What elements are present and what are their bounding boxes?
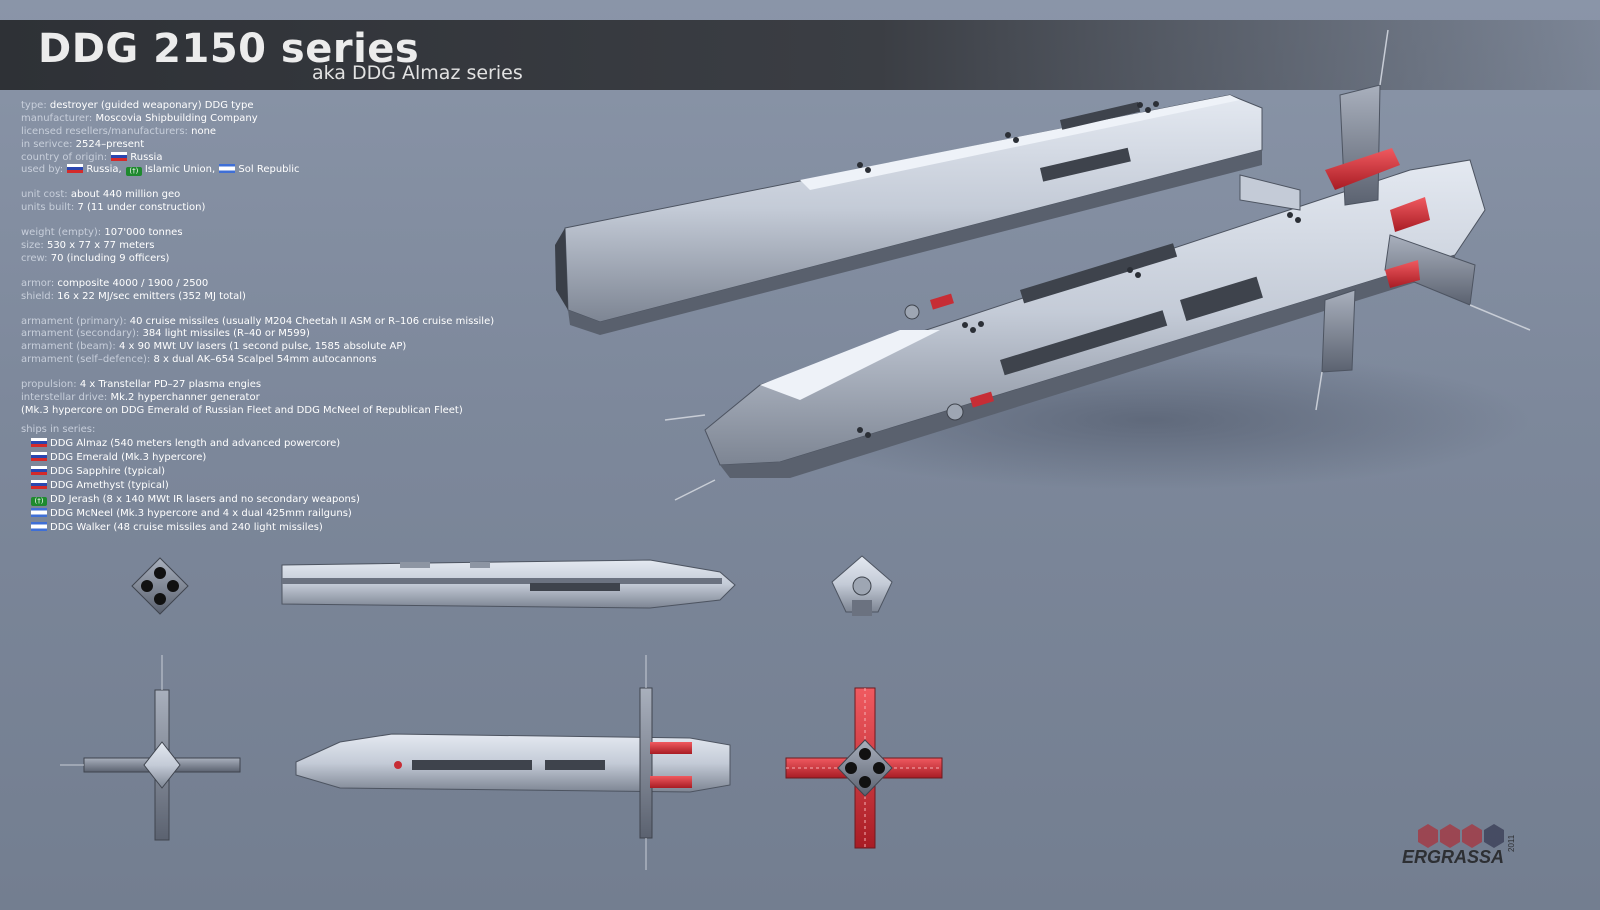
logo-wordmark: ERGRASSA bbox=[1402, 847, 1504, 867]
ship-name: DDG Sapphire (typical) bbox=[50, 465, 166, 477]
ship-list-item: DDG Walker (48 cruise missiles and 240 l… bbox=[21, 521, 541, 535]
ship-list-item: DDG Sapphire (typical) bbox=[21, 465, 541, 479]
russia-flag-icon bbox=[67, 164, 84, 174]
spec-type: type: destroyer (guided weaponary) DDG t… bbox=[21, 100, 254, 111]
islamic-union-flag-icon: (†) bbox=[125, 167, 142, 177]
ship-list: DDG Almaz (540 meters length and advance… bbox=[21, 437, 541, 535]
spec-units-built: units built: 7 (11 under construction) bbox=[21, 202, 206, 214]
ship-list-item: DDG Amethyst (typical) bbox=[21, 479, 541, 493]
ship-front-view-2 bbox=[60, 655, 241, 841]
spec-in-service: in serivce: 2524–present bbox=[21, 138, 145, 150]
ships-in-series-heading: ships in series: bbox=[21, 423, 96, 435]
spec-weight: weight (empty): 107'000 tonnes bbox=[21, 227, 183, 239]
spec-used-by: used by: Russia, (†)Islamic Union, Sol R… bbox=[21, 164, 300, 177]
ship-rear-view-1 bbox=[831, 555, 893, 616]
spec-interstellar-drive: interstellar drive: Mk.2 hyperchanner ge… bbox=[21, 392, 260, 404]
sol-republic-flag-icon bbox=[219, 164, 236, 174]
spec-sheet: type: destroyer (guided weaponary) DDG t… bbox=[21, 100, 541, 535]
ship-name: DDG McNeel (Mk.3 hypercore and 4 x dual … bbox=[50, 507, 352, 519]
ship-name: DDG Almaz (540 meters length and advance… bbox=[50, 437, 341, 449]
ship-rear-view-2 bbox=[785, 687, 943, 849]
russia-flag-icon bbox=[31, 451, 47, 461]
spec-crew: crew: 70 (including 9 officers) bbox=[21, 252, 170, 264]
russia-flag-icon bbox=[31, 465, 47, 475]
ship-name: DD Jerash (8 x 140 MWt IR lasers and no … bbox=[50, 493, 360, 505]
spec-licensed: licensed resellers/manufacturers: none bbox=[21, 125, 217, 137]
logo-year: 2011 bbox=[1507, 834, 1516, 852]
spec-armament-beam: armament (beam): 4 x 90 MWt UV lasers (1… bbox=[21, 341, 407, 353]
spec-propulsion: propulsion: 4 x Transtellar PD–27 plasma… bbox=[21, 379, 262, 391]
spec-unit-cost: unit cost: about 440 million geo bbox=[21, 189, 181, 201]
sol-republic-flag-icon bbox=[31, 507, 47, 517]
spec-hypercore-note: (Mk.3 hypercore on DDG Emerald of Russia… bbox=[21, 404, 463, 416]
russia-flag-icon bbox=[31, 437, 47, 447]
spec-manufacturer: manufacturer: Moscovia Shipbuilding Comp… bbox=[21, 112, 258, 124]
spec-armament-self-defence: armament (self–defence): 8 x dual AK–654… bbox=[21, 354, 377, 366]
sol-republic-flag-icon bbox=[31, 521, 47, 531]
islamic-union-flag-icon: (†) bbox=[31, 496, 47, 506]
ship-name: DDG Walker (48 cruise missiles and 240 l… bbox=[50, 521, 323, 533]
ship-name: DDG Emerald (Mk.3 hypercore) bbox=[50, 451, 207, 463]
spec-country: country of origin: Russia bbox=[21, 151, 163, 163]
spec-armor: armor: composite 4000 / 1900 / 2500 bbox=[21, 277, 209, 289]
russia-flag-icon bbox=[31, 479, 47, 489]
ship-name: DDG Amethyst (typical) bbox=[50, 479, 169, 491]
ship-list-item: DDG McNeel (Mk.3 hypercore and 4 x dual … bbox=[21, 507, 541, 521]
title-banner bbox=[0, 20, 1600, 90]
ship-list-item: (†)DD Jerash (8 x 140 MWt IR lasers and … bbox=[21, 493, 541, 507]
ship-list-item: DDG Almaz (540 meters length and advance… bbox=[21, 437, 541, 451]
russia-flag-icon bbox=[111, 151, 128, 161]
ship-side-view-1 bbox=[281, 559, 736, 609]
ship-list-item: DDG Emerald (Mk.3 hypercore) bbox=[21, 451, 541, 465]
page-title: DDG 2150 series bbox=[38, 26, 420, 72]
ship-perspective-rear bbox=[555, 94, 1263, 335]
spec-armament-secondary: armament (secondary): 384 light missiles… bbox=[21, 328, 310, 340]
spec-armament-primary: armament (primary): 40 cruise missiles (… bbox=[21, 315, 495, 327]
ship-perspective-main bbox=[664, 29, 1531, 501]
ship-side-view-2 bbox=[295, 655, 731, 870]
ship-front-view-1 bbox=[131, 557, 189, 615]
spec-size: size: 530 x 77 x 77 meters bbox=[21, 240, 155, 252]
spec-shield: shield: 16 x 22 MJ/sec emitters (352 MJ … bbox=[21, 290, 246, 302]
ergrassa-logo: ERGRASSA 2011 bbox=[1402, 824, 1516, 867]
page-subtitle: aka DDG Almaz series bbox=[312, 62, 523, 84]
